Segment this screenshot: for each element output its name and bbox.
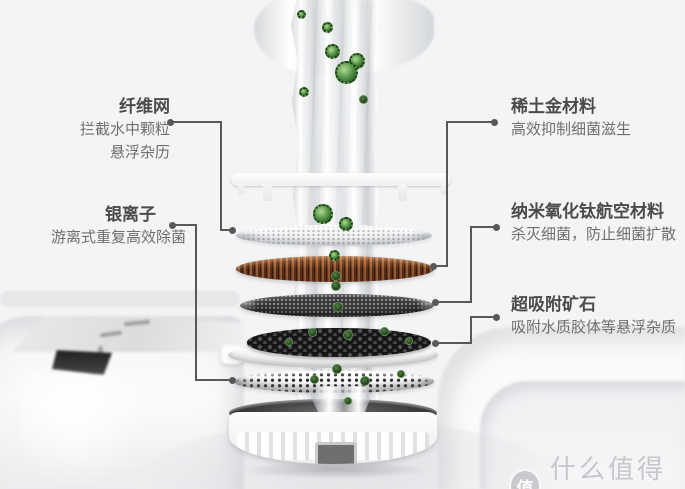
label-desc-line: 杀灭细菌，防止细菌扩散 <box>511 226 677 243</box>
leader-dot <box>491 119 498 126</box>
leader-line <box>437 301 472 303</box>
base-shadow <box>240 461 430 479</box>
lid-foot <box>441 184 447 195</box>
bacteria-particle <box>335 61 358 84</box>
bacteria-particle <box>329 250 340 261</box>
leader-line <box>470 316 472 344</box>
label-title: 纳米氧化钛航空材料 <box>511 202 664 221</box>
leader-line <box>220 121 222 231</box>
leader-dot <box>493 224 500 231</box>
leader-line <box>470 316 494 318</box>
bacteria-dot <box>380 327 389 336</box>
label-nano-titanium: 纳米氧化钛航空材料 杀灭细菌，防止细菌扩散 <box>511 201 676 246</box>
leader-line <box>437 342 472 344</box>
base-notch <box>315 442 357 464</box>
leader-line <box>220 229 231 231</box>
bacteria-dot <box>360 376 370 386</box>
leader-line <box>174 224 197 226</box>
fountain-opening <box>52 350 112 375</box>
bacteria-dot <box>308 328 317 337</box>
label-adsorption-ore: 超吸附矿石 吸附水质胶体等悬浮杂质 <box>511 294 676 339</box>
label-title: 稀土金材料 <box>511 97 596 116</box>
leader-line <box>446 121 492 123</box>
leader-line <box>171 121 222 123</box>
bacteria-particle <box>325 44 340 59</box>
bacteria-particle <box>339 217 353 231</box>
bacteria-particle <box>313 204 333 224</box>
leader-line <box>470 226 472 303</box>
fountain-highlight <box>22 374 152 489</box>
bacteria-dot <box>285 338 293 346</box>
label-title: 纤维网 <box>119 97 170 116</box>
background-shelf-edge <box>0 291 240 307</box>
label-silver-ion: 银离子 游离式重复高效除菌 <box>51 204 186 249</box>
bacteria-particle <box>297 10 306 19</box>
bacteria-dot <box>310 375 319 384</box>
leader-dot <box>229 227 236 234</box>
lid-foot <box>263 184 272 201</box>
lid-foot <box>398 184 407 201</box>
fiber-mesh-layer <box>236 225 432 246</box>
leader-dot <box>167 119 174 126</box>
bacteria-dot <box>405 337 413 345</box>
bacteria-dot <box>397 370 405 378</box>
leader-dot <box>432 299 439 306</box>
smzdm-logo: 值 <box>509 469 541 489</box>
smzdm-watermark: 值 什么值得买 <box>509 449 685 489</box>
label-desc-line: 拦截水中颗粒 <box>79 121 170 138</box>
label-title: 银离子 <box>105 205 156 224</box>
label-desc-line: 悬浮杂历 <box>109 144 170 161</box>
bacteria-dot <box>332 364 342 374</box>
adsorption-ore-layer <box>247 328 431 357</box>
leader-dot <box>430 263 437 270</box>
label-title: 超吸附矿石 <box>511 295 596 314</box>
leader-line <box>195 379 230 381</box>
leader-dot <box>169 222 176 229</box>
leader-dot <box>229 377 236 384</box>
leader-dot <box>493 314 500 321</box>
filter-lid-ring <box>231 173 451 186</box>
label-desc-line: 高效抑制细菌滋生 <box>511 121 632 138</box>
leader-dot <box>432 340 439 347</box>
smzdm-text: 什么值得买 <box>549 454 666 484</box>
bacteria-dot <box>331 281 341 291</box>
filter-base <box>229 412 437 464</box>
leader-line <box>446 121 448 267</box>
leader-line <box>436 265 448 267</box>
bacteria-dot <box>359 95 368 104</box>
bacteria-particle <box>299 87 309 97</box>
label-desc-line: 吸附水质胶体等悬浮杂质 <box>511 319 677 336</box>
fountain-vent-slot <box>98 346 103 357</box>
silver-ion-layer <box>234 370 434 393</box>
bacteria-dot <box>343 330 353 340</box>
lid-foot <box>238 184 244 195</box>
bacteria-dot <box>344 397 352 405</box>
label-desc-line: 游离式重复高效除菌 <box>50 229 186 246</box>
leader-line <box>470 226 494 228</box>
leader-line <box>195 224 197 381</box>
bacteria-particle <box>322 22 333 33</box>
label-fiber-mesh: 纤维网 拦截水中颗粒 悬浮杂历 <box>80 96 170 164</box>
label-rare-earth-gold: 稀土金材料 高效抑制细菌滋生 <box>511 96 631 141</box>
bacteria-dot <box>331 271 341 281</box>
bacteria-dot <box>333 302 343 312</box>
